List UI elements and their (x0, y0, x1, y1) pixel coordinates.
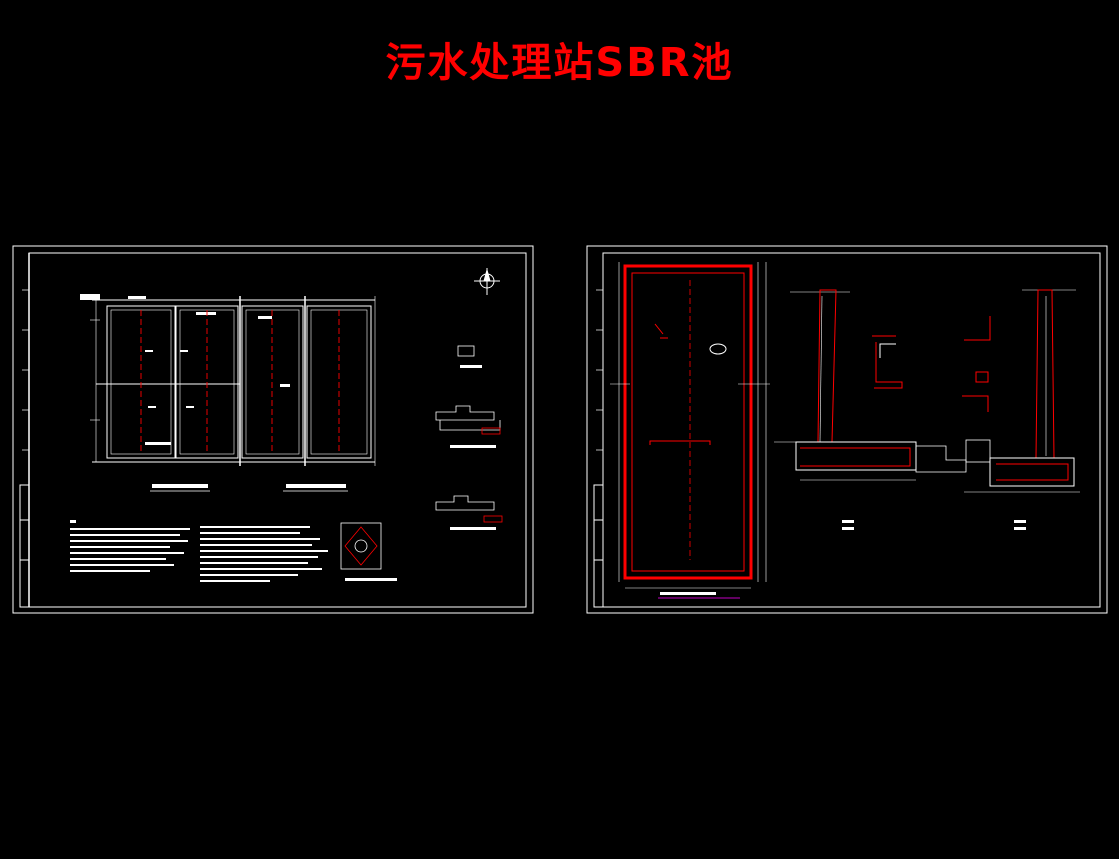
sheet-right-inner-border (602, 252, 1101, 608)
sheet-right-sections[interactable] (586, 245, 1108, 614)
north-arrow-icon (474, 268, 500, 295)
section-2-2 (964, 289, 1080, 530)
detail-sketches (340, 345, 503, 581)
section-details (872, 316, 991, 473)
sheet-left-outer-border (12, 245, 534, 614)
reinforcement-plan (610, 262, 770, 599)
sheet-right-outer-border (586, 245, 1108, 614)
notes-block (70, 520, 328, 582)
drawing-title: 污水处理站SBR池 (385, 40, 734, 86)
tank-plan (80, 294, 376, 466)
section-1-1 (774, 289, 917, 530)
sheet-left-plan[interactable] (12, 245, 534, 614)
